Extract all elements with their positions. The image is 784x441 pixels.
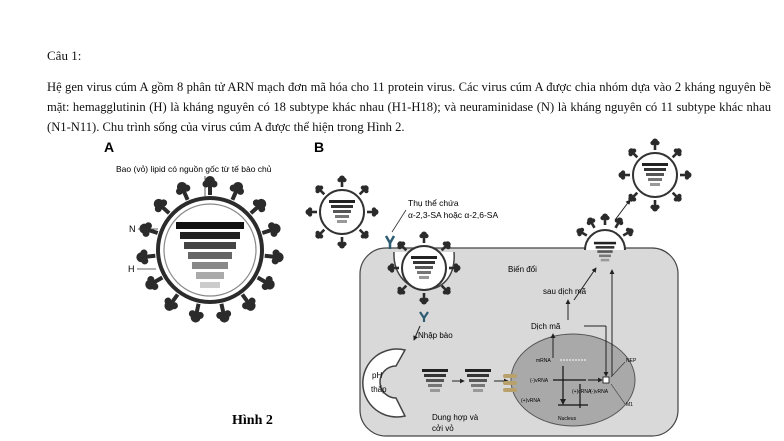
budding-virus	[574, 213, 636, 262]
vrnp-export-box	[602, 376, 610, 384]
h-label: H	[128, 264, 135, 274]
mrna-label: mRNA	[536, 358, 551, 364]
translation-label: Dịch mã	[531, 322, 561, 331]
nuclear-pore	[503, 374, 517, 392]
post-translation-label: sau dịch mã	[543, 287, 587, 296]
figure-caption: Hình 2	[232, 413, 273, 428]
fusion-label-1: Dung hợp và	[432, 413, 479, 422]
receptor-label-1: Thụ thể chứa	[408, 198, 459, 208]
entering-virus	[388, 232, 461, 305]
endocytosis-label: Nhập bào	[418, 331, 453, 340]
released-virus	[619, 139, 692, 212]
pos-vrna-label: (+)vRNA	[521, 398, 541, 404]
influenza-virion-diagram	[135, 176, 285, 324]
low-ph-label-2: thấp	[371, 385, 387, 394]
nep-label: NEP	[626, 358, 637, 364]
neg-vrna-label: (-)vRNA	[530, 378, 549, 384]
panel-b: B Thụ thể chứa α-2,3-SA hoặc α-2,6-SA Nh…	[306, 139, 692, 437]
receptor-inside	[419, 311, 429, 322]
panel-a: A Bao (vỏ) lipid có nguồn gốc từ tế bào …	[104, 139, 285, 428]
receptor-label-2: α-2,3-SA hoặc α-2,6-SA	[408, 210, 498, 220]
free-virus	[306, 176, 379, 249]
nucleus-label: Nucleus	[558, 416, 577, 422]
receptor-icon	[384, 235, 396, 249]
low-ph-label-1: pH	[372, 371, 382, 380]
endosome	[362, 348, 407, 418]
envelope-label: Bao (vỏ) lipid có nguồn gốc từ tế bào ch…	[116, 164, 272, 174]
pos-crna-label: (+)cRNA	[572, 389, 592, 395]
n-label: N	[129, 224, 136, 234]
modification-label: Biến đổi	[508, 265, 537, 274]
fusion-label-2: cởi vỏ	[432, 424, 454, 433]
panel-a-letter: A	[104, 139, 114, 155]
neg-vrna2-label: (-)vRNA	[590, 389, 609, 395]
m1-label: M1	[626, 402, 633, 408]
question-title: Câu 1:	[47, 48, 82, 63]
question-paragraph: Hệ gen virus cúm A gồm 8 phân tử ARN mạc…	[47, 80, 771, 134]
panel-b-letter: B	[314, 139, 324, 155]
